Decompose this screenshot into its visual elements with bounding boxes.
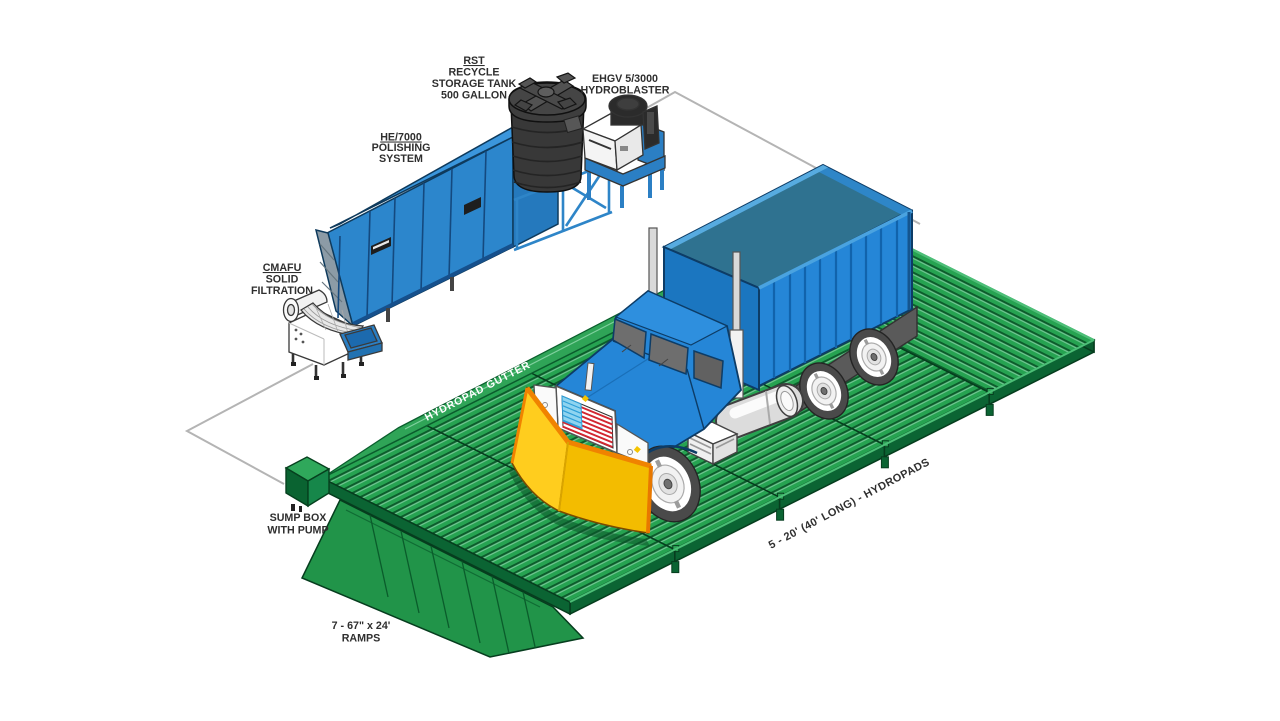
svg-text:RECYCLE: RECYCLE xyxy=(448,67,499,79)
svg-text:WITH PUMP: WITH PUMP xyxy=(267,525,328,537)
svg-text:HYDROBLASTER: HYDROBLASTER xyxy=(580,85,669,97)
svg-text:RST: RST xyxy=(463,55,485,67)
svg-text:500 GALLON: 500 GALLON xyxy=(441,90,507,102)
svg-text:POLISHING: POLISHING xyxy=(372,142,431,154)
svg-text:RAMPS: RAMPS xyxy=(342,633,381,645)
svg-text:7 - 67" x 24': 7 - 67" x 24' xyxy=(332,620,391,632)
svg-text:SYSTEM: SYSTEM xyxy=(379,153,423,165)
svg-text:CMAFU: CMAFU xyxy=(263,262,302,274)
svg-text:EHGV 5/3000: EHGV 5/3000 xyxy=(592,73,658,85)
svg-text:STORAGE TANK: STORAGE TANK xyxy=(432,78,517,90)
svg-text:SOLID: SOLID xyxy=(266,274,299,286)
svg-text:HE/7000: HE/7000 xyxy=(380,132,422,144)
svg-text:FILTRATION: FILTRATION xyxy=(251,285,313,297)
svg-text:SUMP BOX: SUMP BOX xyxy=(270,512,328,524)
